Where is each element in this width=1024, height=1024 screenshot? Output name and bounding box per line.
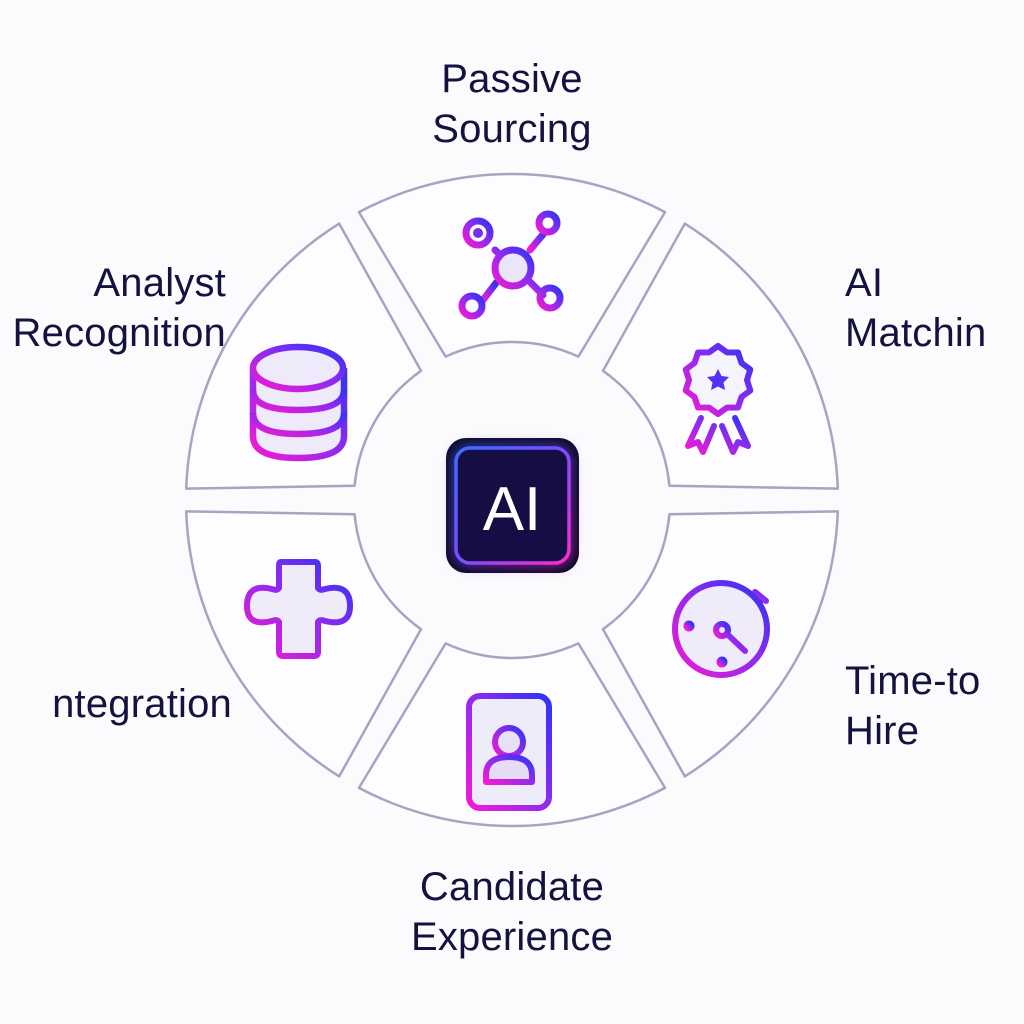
label-line: Time-to — [845, 659, 981, 703]
label-line: Recognition — [12, 311, 226, 355]
segment-label-lower-right: Time-to Hire — [845, 656, 980, 756]
label-line: Matchin — [845, 311, 987, 355]
center-label: AI — [483, 475, 542, 544]
mobile-profile-icon — [466, 693, 552, 811]
segment-label-bottom: Candidate Experience — [0, 862, 1024, 962]
award-ribbon-icon — [682, 343, 754, 455]
database-icon — [249, 343, 348, 462]
label-line: Sourcing — [432, 107, 592, 151]
segment-label-top: Passive Sourcing — [0, 54, 1024, 154]
puzzle-piece-icon — [244, 559, 353, 659]
segment-label-upper-right: AI Matchin — [845, 258, 986, 358]
label-line: ntegration — [52, 682, 232, 726]
network-nodes-icon — [458, 210, 564, 320]
ai-chip-icon: AI — [417, 409, 609, 607]
label-line: Experience — [410, 915, 614, 959]
segment-label-upper-left: Analyst Recognition — [13, 258, 226, 358]
segment-label-lower-left: ntegration — [52, 679, 232, 729]
stopwatch-icon — [672, 579, 770, 678]
label-line: Passive — [441, 57, 583, 101]
label-line: Analyst — [93, 261, 226, 305]
label-line: Hire — [845, 709, 920, 753]
label-line: Candidate — [419, 865, 605, 909]
label-line: AI — [845, 261, 884, 305]
